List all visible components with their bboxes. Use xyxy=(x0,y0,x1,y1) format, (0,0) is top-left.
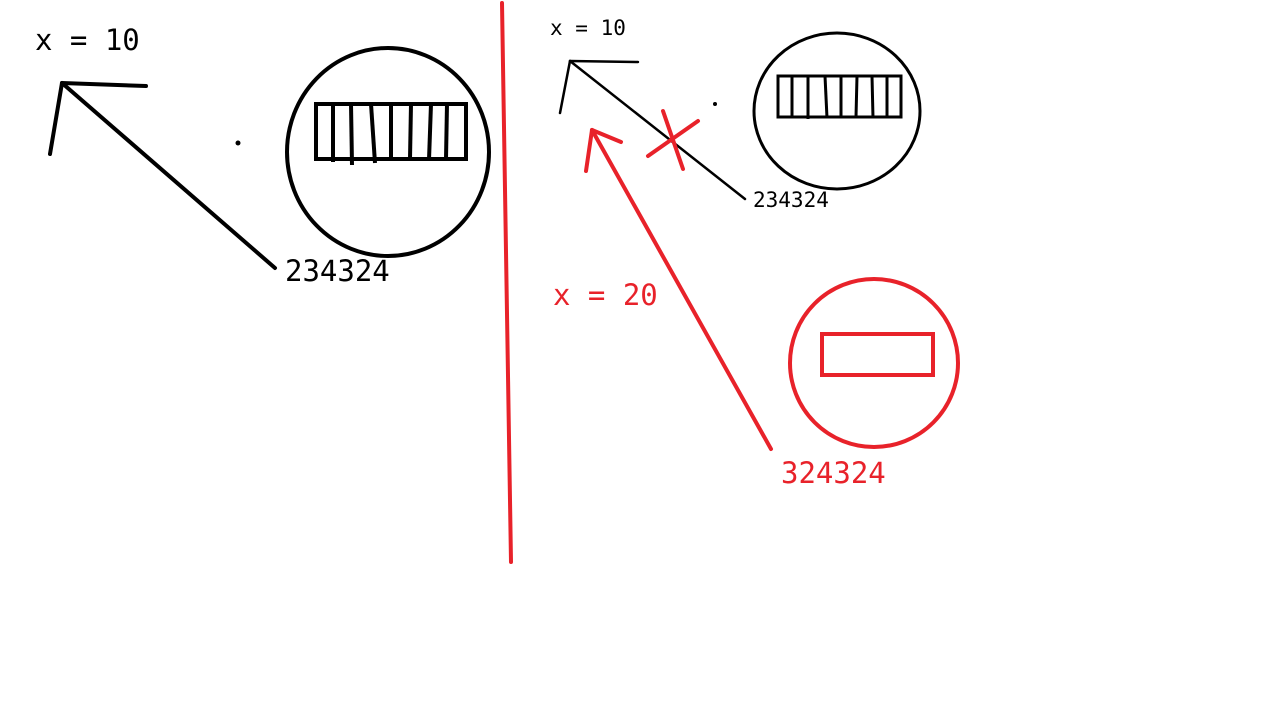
left-object-circle xyxy=(285,46,491,258)
right-old-arrowhead-left xyxy=(558,59,572,115)
left-object xyxy=(285,46,491,258)
left-dot xyxy=(235,140,241,146)
right-old-object-circle xyxy=(752,31,922,191)
right-new-memory-block xyxy=(820,332,935,377)
right-panel: x = 10 234324 x xyxy=(550,16,960,490)
right-old-object xyxy=(752,31,922,191)
right-new-object-circle xyxy=(788,277,960,449)
divider-line xyxy=(500,1,513,564)
right-old-variable-label: x = 10 xyxy=(550,16,626,40)
right-new-arrow-shaft xyxy=(590,128,773,451)
right-old-arrowhead-top xyxy=(568,59,640,64)
right-new-reference-arrow xyxy=(584,128,773,451)
left-reference-arrow xyxy=(48,81,277,270)
left-memory-cells xyxy=(331,103,449,166)
left-panel: x = 10 234324 xyxy=(35,23,491,288)
left-arrowhead-left xyxy=(48,81,64,156)
right-old-memory-cells xyxy=(790,75,889,119)
right-new-arrowhead-right xyxy=(590,128,623,144)
right-new-object-value: 324324 xyxy=(781,456,886,490)
left-object-value: 234324 xyxy=(285,254,390,288)
cross-mark-stroke-2 xyxy=(661,109,685,171)
left-variable-label: x = 10 xyxy=(35,23,140,57)
right-new-object xyxy=(788,277,960,449)
right-old-dot xyxy=(713,102,717,106)
left-arrow-shaft xyxy=(60,81,277,270)
cross-mark xyxy=(646,109,700,171)
right-new-variable-label: x = 20 xyxy=(553,278,658,312)
right-old-reference-arrow xyxy=(558,59,747,201)
right-new-arrowhead-left xyxy=(584,128,594,173)
left-arrowhead-top xyxy=(60,81,148,88)
right-old-arrow-shaft xyxy=(568,59,747,201)
right-old-object-value: 234324 xyxy=(753,188,829,212)
